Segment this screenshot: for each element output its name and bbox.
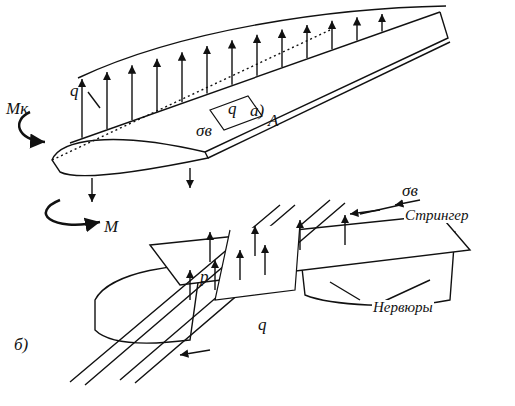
stringer xyxy=(120,200,345,383)
wing-lower-edge xyxy=(208,42,450,158)
symbol-label: σв xyxy=(402,182,418,199)
spar-line xyxy=(52,30,330,160)
load-arrow xyxy=(231,40,232,84)
load-arrow xyxy=(131,65,132,120)
load-arrow xyxy=(299,220,300,250)
load-arrow xyxy=(306,25,307,58)
load-arrow xyxy=(206,46,207,93)
load-arrow xyxy=(106,72,107,129)
load-arrow xyxy=(189,270,190,300)
load-arrow xyxy=(214,260,215,290)
load-arrow xyxy=(256,35,257,76)
part-name: Стрингер xyxy=(404,208,470,223)
load-arrow xyxy=(81,79,82,138)
symbol-label: q xyxy=(258,316,267,333)
leader-line xyxy=(88,92,100,108)
load-curve xyxy=(78,6,446,78)
load-arrow xyxy=(239,250,240,280)
symbol-label: q xyxy=(228,100,237,117)
load-arrow xyxy=(331,21,332,49)
load-arrow xyxy=(156,59,157,112)
load-arrow xyxy=(344,215,345,245)
load-arrow xyxy=(281,30,282,67)
load-arrow xyxy=(356,17,357,40)
symbol-label: q xyxy=(70,82,79,99)
leader-line xyxy=(360,205,400,214)
airfoil-section xyxy=(52,140,208,176)
load-arrow xyxy=(209,232,210,262)
symbol-label: б) xyxy=(14,336,28,353)
load-arrow xyxy=(181,52,182,102)
wing-trailing-edge xyxy=(205,12,448,152)
symbol-label: A xyxy=(268,112,278,129)
load-arrow xyxy=(395,200,420,205)
load-arrow xyxy=(254,226,255,256)
part-name: Нервюры xyxy=(372,300,434,315)
load-arrow xyxy=(381,14,382,31)
symbol-label: M xyxy=(104,218,118,235)
symbol-label: σв xyxy=(196,122,212,139)
symbol-label: а) xyxy=(250,102,264,119)
wing-upper-line xyxy=(70,12,440,143)
down-arrow xyxy=(91,178,92,202)
moment-arrow xyxy=(46,200,100,225)
down-arrow xyxy=(189,168,190,188)
skin-element xyxy=(215,223,300,300)
load-arrow xyxy=(180,350,210,355)
symbol-label: Mк xyxy=(6,100,28,117)
symbol-label: p xyxy=(200,268,209,285)
load-arrow xyxy=(264,245,265,275)
